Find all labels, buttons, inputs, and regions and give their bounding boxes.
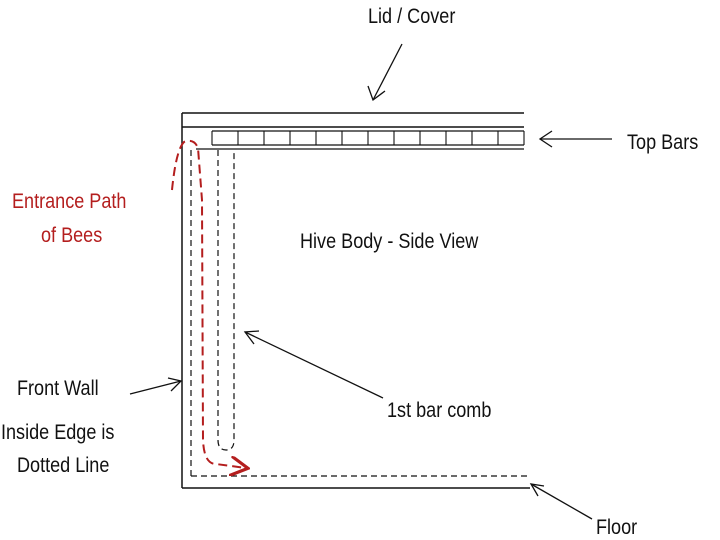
entrance-path-shape [171, 139, 246, 468]
front-wall-pointer-arrow [129, 377, 183, 395]
first-bar-comb-label: 1st bar comb [387, 399, 492, 422]
lid-cover-label: Lid / Cover [368, 5, 456, 28]
front-wall-label: Front Wall [17, 377, 99, 400]
top-bars-pointer-arrow [538, 130, 612, 148]
front-wall-shape [181, 127, 192, 488]
lid-cover-shape [181, 112, 524, 128]
top-bars-label: Top Bars [627, 131, 699, 154]
first-bar-comb-pointer-arrow [243, 330, 384, 399]
hive-body-label: Hive Body - Side View [300, 230, 479, 253]
floor-label: Floor [596, 516, 638, 539]
entrance-path-label-line1: Entrance Path [12, 190, 127, 213]
first-bar-comb-shape [217, 150, 235, 451]
lid-cover-pointer-arrow [367, 43, 403, 102]
top-bars-shape [196, 130, 525, 150]
floor-pointer-arrow [529, 483, 593, 520]
inside-edge-label-line2: Dotted Line [17, 454, 110, 477]
entrance-path-label-line2: of Bees [41, 224, 103, 247]
inside-edge-label-line1: Inside Edge is [1, 421, 115, 444]
floor-shape [182, 475, 530, 489]
